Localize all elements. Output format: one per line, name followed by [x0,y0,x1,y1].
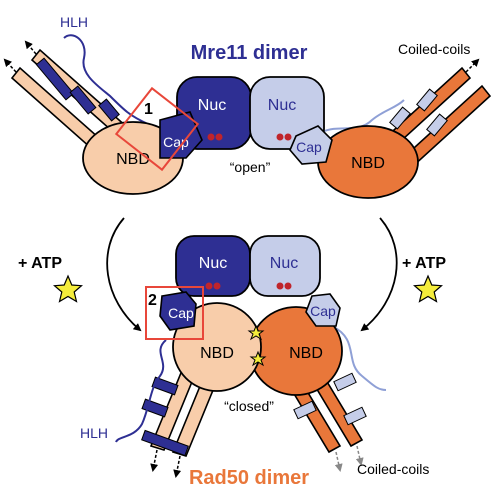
arrow-icon [106,217,142,332]
nbd-left-closed [172,302,262,392]
hlh-label-top: HLH [60,14,88,30]
cap-right-closed-label: Cap [310,303,336,319]
metal-dot [205,282,213,290]
metal-dot [215,133,223,141]
star-icon [413,274,443,303]
metal-dot [276,282,284,290]
box2-label: 2 [148,292,157,309]
cap-left-closed [159,291,197,331]
atp-label-left: + ATP [18,255,62,272]
metal-dot [284,282,292,290]
cap-left-closed-label: Cap [168,305,194,321]
closed-label: “closed” [224,398,274,414]
cap-right-closed [305,293,341,327]
cap-left-open-label: Cap [163,134,189,150]
star-icon [247,324,265,341]
hlh-left-open: HLH [35,14,149,125]
nuc-right-closed-label: Nuc [270,255,298,272]
cap-right-open [289,125,333,165]
coiled-coils-label-bottom: Coiled-coils [357,461,429,477]
atp-arrows: + ATP + ATP [18,217,446,332]
nbd-right-open-label: NBD [351,155,385,172]
open-label: “open” [230,159,271,175]
nuc-right-closed [249,235,321,297]
nbd-right-closed-label: NBD [289,345,323,362]
nuc-right-open-label: Nuc [268,97,296,114]
closed-state: HLH Coiled-coils NBD NBD Nuc Nuc [80,235,429,478]
metal-dot [207,133,215,141]
star-icon [249,350,267,367]
metal-dot [213,282,221,290]
box1-label: 1 [144,101,153,118]
title-rad50: Rad50 dimer [189,467,309,489]
nuc-left-closed-label: Nuc [199,255,227,272]
metal-dot [284,133,292,141]
nbd-left-closed-label: NBD [200,345,234,362]
nbd-left-open-label: NBD [116,151,150,168]
metal-dot [276,133,284,141]
highlight-box-1 [114,86,200,172]
arrow-icon [360,217,398,332]
left-coiled-coil-closed: HLH [80,339,220,478]
open-state: HLH Coiled-coils NBD NBD Nuc Nuc Cap [3,14,492,199]
coiled-coils-label-top: Coiled-coils [398,41,470,57]
star-icon [53,274,83,303]
cap-right-open-label: Cap [296,139,322,155]
hlh-label-bottom: HLH [80,425,108,441]
nuc-left-open-label: Nuc [198,97,226,114]
highlight-box-2 [145,286,204,340]
title-mre11: Mre11 dimer [191,42,308,64]
atp-label-right: + ATP [402,255,446,272]
